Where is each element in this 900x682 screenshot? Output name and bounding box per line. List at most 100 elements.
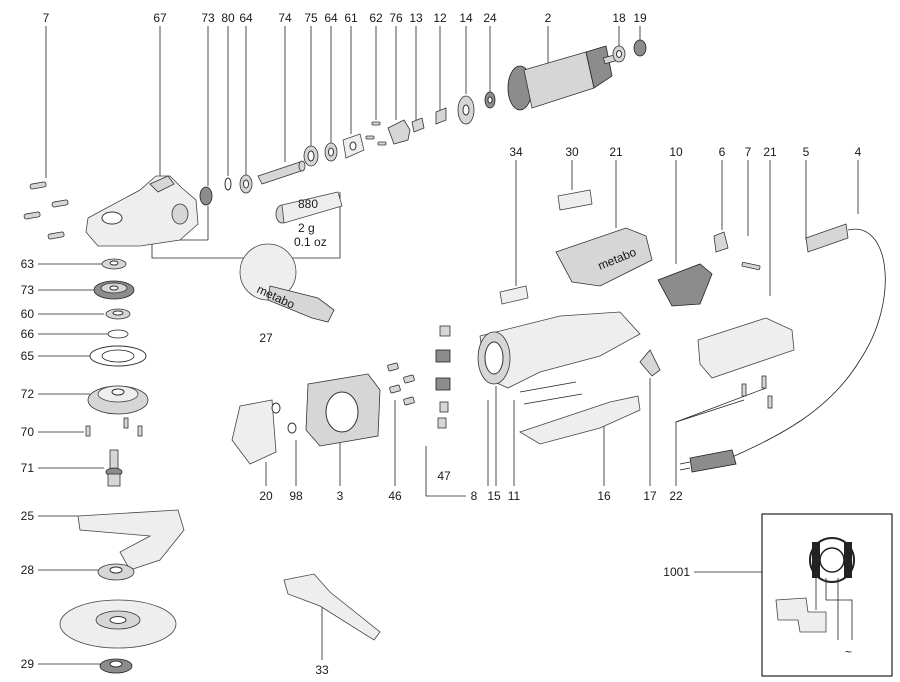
label-75: 75	[304, 11, 318, 25]
label-65: 65	[21, 349, 35, 363]
part-75-bearing	[303, 145, 319, 167]
part-61-flange	[342, 133, 365, 159]
part-34-label	[499, 285, 529, 305]
part-63-bearing	[101, 258, 127, 270]
part-7-screw-right	[741, 261, 761, 271]
label-22: 22	[669, 489, 683, 503]
label-24: 24	[483, 11, 497, 25]
part-15-motor-housing	[477, 311, 641, 389]
part-30-label	[557, 189, 593, 211]
label-12: 12	[433, 11, 447, 25]
part-21-handle-cover	[697, 317, 795, 379]
part-16-housing-half	[519, 395, 641, 445]
label-61: 61	[344, 11, 358, 25]
label-60: 60	[21, 307, 35, 321]
part-64-bearing	[239, 174, 253, 194]
part-74-shaft	[257, 160, 306, 185]
label-17: 17	[643, 489, 657, 503]
label-70: 70	[21, 425, 35, 439]
leader-lines	[38, 26, 859, 665]
part-21-cover-top: metabo	[555, 227, 653, 287]
part-60-bearing	[105, 308, 131, 320]
part-80-washer	[224, 177, 232, 191]
label-98: 98	[289, 489, 303, 503]
part-73-bevel-pinion	[199, 186, 213, 206]
grease-code: 880	[298, 197, 318, 211]
label-16: 16	[597, 489, 611, 503]
label-64b: 64	[324, 11, 338, 25]
label-73a: 73	[201, 11, 215, 25]
part-33-wrench	[283, 573, 381, 641]
part-20-support-ring	[231, 399, 277, 465]
part-14-bearing-plate	[457, 95, 475, 125]
part-28-inner-flange	[97, 563, 135, 581]
part-67-gear-housing	[85, 175, 199, 247]
label-20: 20	[259, 489, 273, 503]
label-72: 72	[21, 387, 35, 401]
part-72-flange	[87, 385, 149, 415]
label-14: 14	[459, 11, 473, 25]
part-grinding-disc	[59, 599, 177, 649]
label-34: 34	[509, 145, 523, 159]
part-18-bearing	[612, 45, 626, 63]
label-10: 10	[669, 145, 683, 159]
part-27-side-handle: metabo	[239, 243, 335, 323]
part-12-clip	[435, 107, 447, 125]
part-70-screws	[85, 417, 143, 437]
label-64a: 64	[239, 11, 253, 25]
part-7-screws	[23, 181, 69, 240]
label-7b: 7	[745, 145, 752, 159]
label-7a: 7	[43, 11, 50, 25]
label-80: 80	[221, 11, 235, 25]
label-67: 67	[153, 11, 167, 25]
label-15: 15	[487, 489, 501, 503]
part-64-bearing-b	[324, 142, 338, 162]
label-3: 3	[337, 489, 344, 503]
part-11-wires	[519, 381, 583, 405]
label-4: 4	[855, 145, 862, 159]
part-46-brush-holders	[387, 362, 415, 406]
grease-weight: 2 g	[298, 221, 315, 235]
part-65-gasket	[89, 345, 147, 367]
part-76-bearing-cover	[387, 119, 411, 145]
label-66: 66	[21, 327, 35, 341]
label-11: 11	[508, 489, 521, 503]
label-21b: 21	[763, 145, 777, 159]
part-66-circlip	[107, 329, 129, 339]
part-13-pin	[411, 117, 425, 133]
label-28: 28	[21, 563, 35, 577]
label-19: 19	[633, 11, 647, 25]
part-labels: 7 67 73 80 64 74 75 64 61 62 76 13 12 14…	[21, 11, 862, 677]
part-3-field-coil	[305, 373, 381, 447]
label-71: 71	[21, 461, 35, 475]
label-5: 5	[803, 145, 810, 159]
label-21a: 21	[609, 145, 623, 159]
ac-symbol: ~	[845, 645, 852, 659]
part-47-8-brushes	[435, 325, 451, 429]
part-71-spindle	[105, 449, 123, 487]
label-47: 47	[437, 469, 451, 483]
part-98-washers	[271, 402, 297, 434]
part-25-guard	[77, 509, 185, 571]
label-27: 27	[259, 331, 273, 345]
label-25: 25	[21, 509, 35, 523]
label-6: 6	[719, 145, 726, 159]
part-62-screws	[365, 121, 387, 146]
label-63: 63	[21, 257, 35, 271]
part-22-screws	[741, 375, 773, 409]
part-10-switch	[657, 263, 713, 307]
part-29-nut	[99, 658, 133, 674]
label-33: 33	[315, 663, 329, 677]
grease-weight-oz: 0.1 oz	[294, 235, 327, 249]
part-2-armature	[507, 45, 620, 111]
label-2: 2	[545, 11, 552, 25]
part-19-cap	[633, 39, 647, 57]
label-30: 30	[565, 145, 579, 159]
part-73-ring-gear	[93, 280, 135, 300]
label-62: 62	[369, 11, 383, 25]
label-13: 13	[409, 11, 423, 25]
part-24-ring	[484, 91, 496, 109]
label-76: 76	[389, 11, 403, 25]
